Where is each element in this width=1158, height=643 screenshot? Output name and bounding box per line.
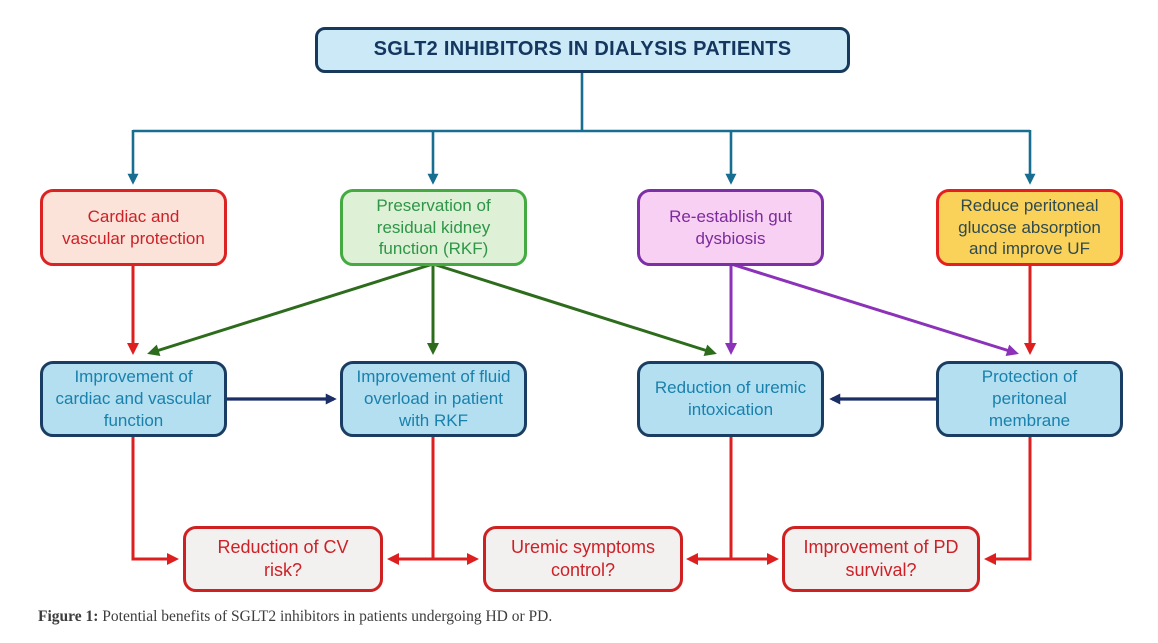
mechanism-label: Improvement of cardiac and vascular func… — [55, 367, 212, 430]
mechanism-box-peritoneal-membrane: Protection of peritoneal membrane — [936, 361, 1123, 437]
arrow-cv-function-to-cv-risk — [131, 436, 179, 565]
outcome-box-uremic-symptoms: Uremic symptoms control? — [483, 526, 683, 592]
arrow-gut-to-membrane — [730, 262, 1019, 357]
benefit-label: Preservation of residual kidney function… — [376, 195, 491, 259]
figure-caption: Figure 1: Potential benefits of SGLT2 in… — [38, 608, 552, 626]
benefit-label: Cardiac and vascular protection — [62, 206, 205, 248]
figure-caption-prefix: Figure 1: — [38, 608, 99, 625]
mechanism-label: Improvement of fluid overload in patient… — [356, 367, 511, 430]
mechanism-label: Reduction of uremic intoxication — [654, 378, 807, 419]
benefit-label: Reduce peritoneal glucose absorption and… — [958, 195, 1101, 259]
benefit-box-cardiac-protection: Cardiac and vascular protection — [40, 189, 227, 266]
mechanism-label: Protection of peritoneal membrane — [981, 367, 1078, 430]
mechanism-box-fluid-overload: Improvement of fluid overload in patient… — [340, 361, 527, 437]
benefit-box-glucose-absorption: Reduce peritoneal glucose absorption and… — [936, 189, 1123, 266]
outcome-box-pd-survival: Improvement of PD survival? — [782, 526, 980, 592]
arrows-green — [147, 262, 717, 357]
title-box: SGLT2 INHIBITORS IN DIALYSIS PATIENTS — [315, 27, 850, 73]
outcome-label: Improvement of PD survival? — [803, 536, 959, 580]
figure-caption-text: Potential benefits of SGLT2 inhibitors i… — [102, 608, 553, 625]
connector-title-tree — [127, 73, 1036, 185]
arrows-red — [127, 266, 1036, 565]
mechanism-box-cv-function: Improvement of cardiac and vascular func… — [40, 361, 227, 437]
outcome-label: Reduction of CV risk? — [217, 536, 349, 580]
outcome-box-cv-risk: Reduction of CV risk? — [183, 526, 383, 592]
outcome-label: Uremic symptoms control? — [510, 536, 655, 580]
arrows-purple — [725, 262, 1019, 357]
arrow-membrane-to-pd-survival — [984, 436, 1032, 565]
benefit-box-gut-dysbiosis: Re-establish gut dysbiosis — [637, 189, 824, 266]
benefit-box-rkf-preservation: Preservation of residual kidney function… — [340, 189, 527, 266]
arrow-rkf-to-cv-function — [147, 262, 434, 357]
title-label: SGLT2 INHIBITORS IN DIALYSIS PATIENTS — [373, 38, 792, 61]
mechanism-box-uremic-intoxication: Reduction of uremic intoxication — [637, 361, 824, 437]
arrow-rkf-to-uremic-intox — [432, 262, 717, 357]
benefit-label: Re-establish gut dysbiosis — [669, 206, 792, 248]
